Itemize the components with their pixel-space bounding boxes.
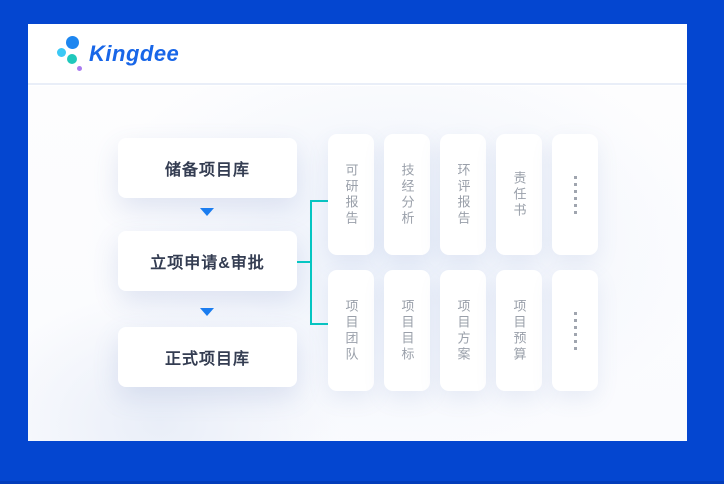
card-environmental-report: 环评报告 — [440, 134, 486, 255]
main-panel: Kingdee 储备项目库 立项申请&审批 正式项目库 可研报告 技经分析 — [28, 24, 687, 441]
logo-dot-purple-icon — [77, 65, 82, 71]
arrow-down-icon — [200, 208, 214, 216]
flow-step-label: 立项申请&审批 — [150, 255, 265, 272]
card-feasibility-report: 可研报告 — [328, 134, 374, 255]
connector-middle-stub — [297, 261, 312, 263]
card-row-project-setup-items: 项目团队 项目目标 项目方案 项目预算 — [328, 270, 598, 391]
kingdee-logo: Kingdee — [57, 35, 180, 72]
brand-wordmark: Kingdee — [89, 40, 180, 66]
flow-step-project-application-approval: 立项申请&审批 — [118, 231, 297, 291]
card-project-goals: 项目目标 — [384, 270, 430, 391]
flow-step-reserve-project-library: 储备项目库 — [118, 138, 297, 198]
connector-vertical-line — [310, 200, 312, 325]
logo-dot-teal-icon — [67, 53, 77, 64]
card-label: 项目团队 — [343, 298, 359, 363]
header: Kingdee — [28, 24, 687, 85]
card-project-team: 项目团队 — [328, 270, 374, 391]
card-label: 责任书 — [511, 170, 527, 219]
card-label: 项目预算 — [511, 298, 527, 363]
frame-bottom-edge — [0, 481, 724, 484]
vertical-ellipsis-icon — [573, 175, 577, 214]
card-more — [552, 270, 598, 391]
card-label: 项目方案 — [455, 298, 471, 363]
arrow-down-icon — [200, 308, 214, 316]
card-more — [552, 134, 598, 255]
logo-dot-blue-icon — [66, 35, 79, 49]
connector-top-stub — [312, 200, 328, 202]
card-project-budget: 项目预算 — [496, 270, 542, 391]
flow-step-label: 正式项目库 — [164, 351, 250, 368]
card-tech-economic-analysis: 技经分析 — [384, 134, 430, 255]
card-label: 环评报告 — [455, 162, 471, 227]
logo-dot-cyan-icon — [57, 47, 66, 57]
vertical-ellipsis-icon — [573, 311, 577, 350]
card-row-application-documents: 可研报告 技经分析 环评报告 责任书 — [328, 134, 598, 255]
card-label: 项目目标 — [399, 298, 415, 363]
card-responsibility-letter: 责任书 — [496, 134, 542, 255]
kingdee-logo-mark-icon — [57, 35, 83, 72]
connector-bottom-stub — [312, 323, 328, 325]
card-label: 技经分析 — [399, 162, 415, 227]
flow-step-formal-project-library: 正式项目库 — [118, 327, 297, 387]
card-project-plan: 项目方案 — [440, 270, 486, 391]
flow-step-label: 储备项目库 — [164, 162, 250, 179]
card-label: 可研报告 — [343, 162, 359, 227]
